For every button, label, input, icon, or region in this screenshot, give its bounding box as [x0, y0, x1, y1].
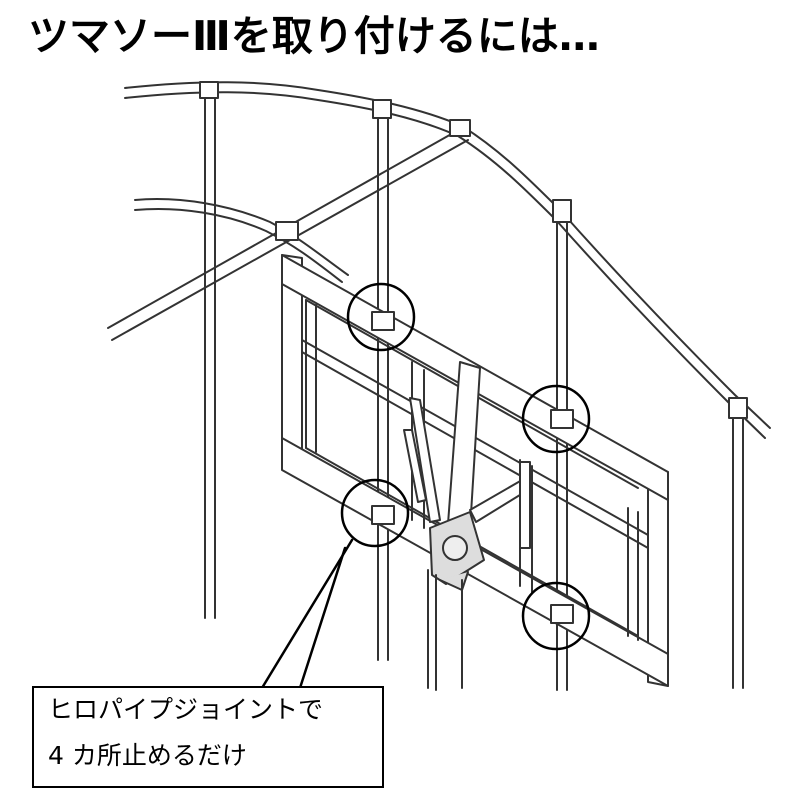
vent-frame: [281, 254, 669, 687]
callout-line-1: ヒロパイプジョイントで: [48, 695, 324, 724]
crank-rod: [427, 569, 463, 691]
opener-arms: [403, 361, 531, 549]
joint-circle-bottom-left: [340, 478, 410, 548]
gearbox: [429, 511, 485, 591]
callout-line-2: 4 カ所止めるだけ: [48, 741, 247, 770]
joint-circle-top-left: [346, 282, 416, 352]
inner-arch-pipe: [134, 198, 349, 283]
pipe-joint-clamps: [371, 311, 574, 624]
joint-highlight-circles: [340, 282, 591, 651]
joint-circle-bottom-right: [521, 581, 591, 651]
roof-joints: [199, 81, 748, 419]
joint-circle-top-right: [521, 384, 591, 454]
callout-box: ヒロパイプジョイントで 4 カ所止めるだけ: [32, 686, 384, 788]
page-title: ツマソーⅢを取り付けるには…: [28, 12, 600, 60]
callout-leader-lines: [260, 538, 354, 690]
